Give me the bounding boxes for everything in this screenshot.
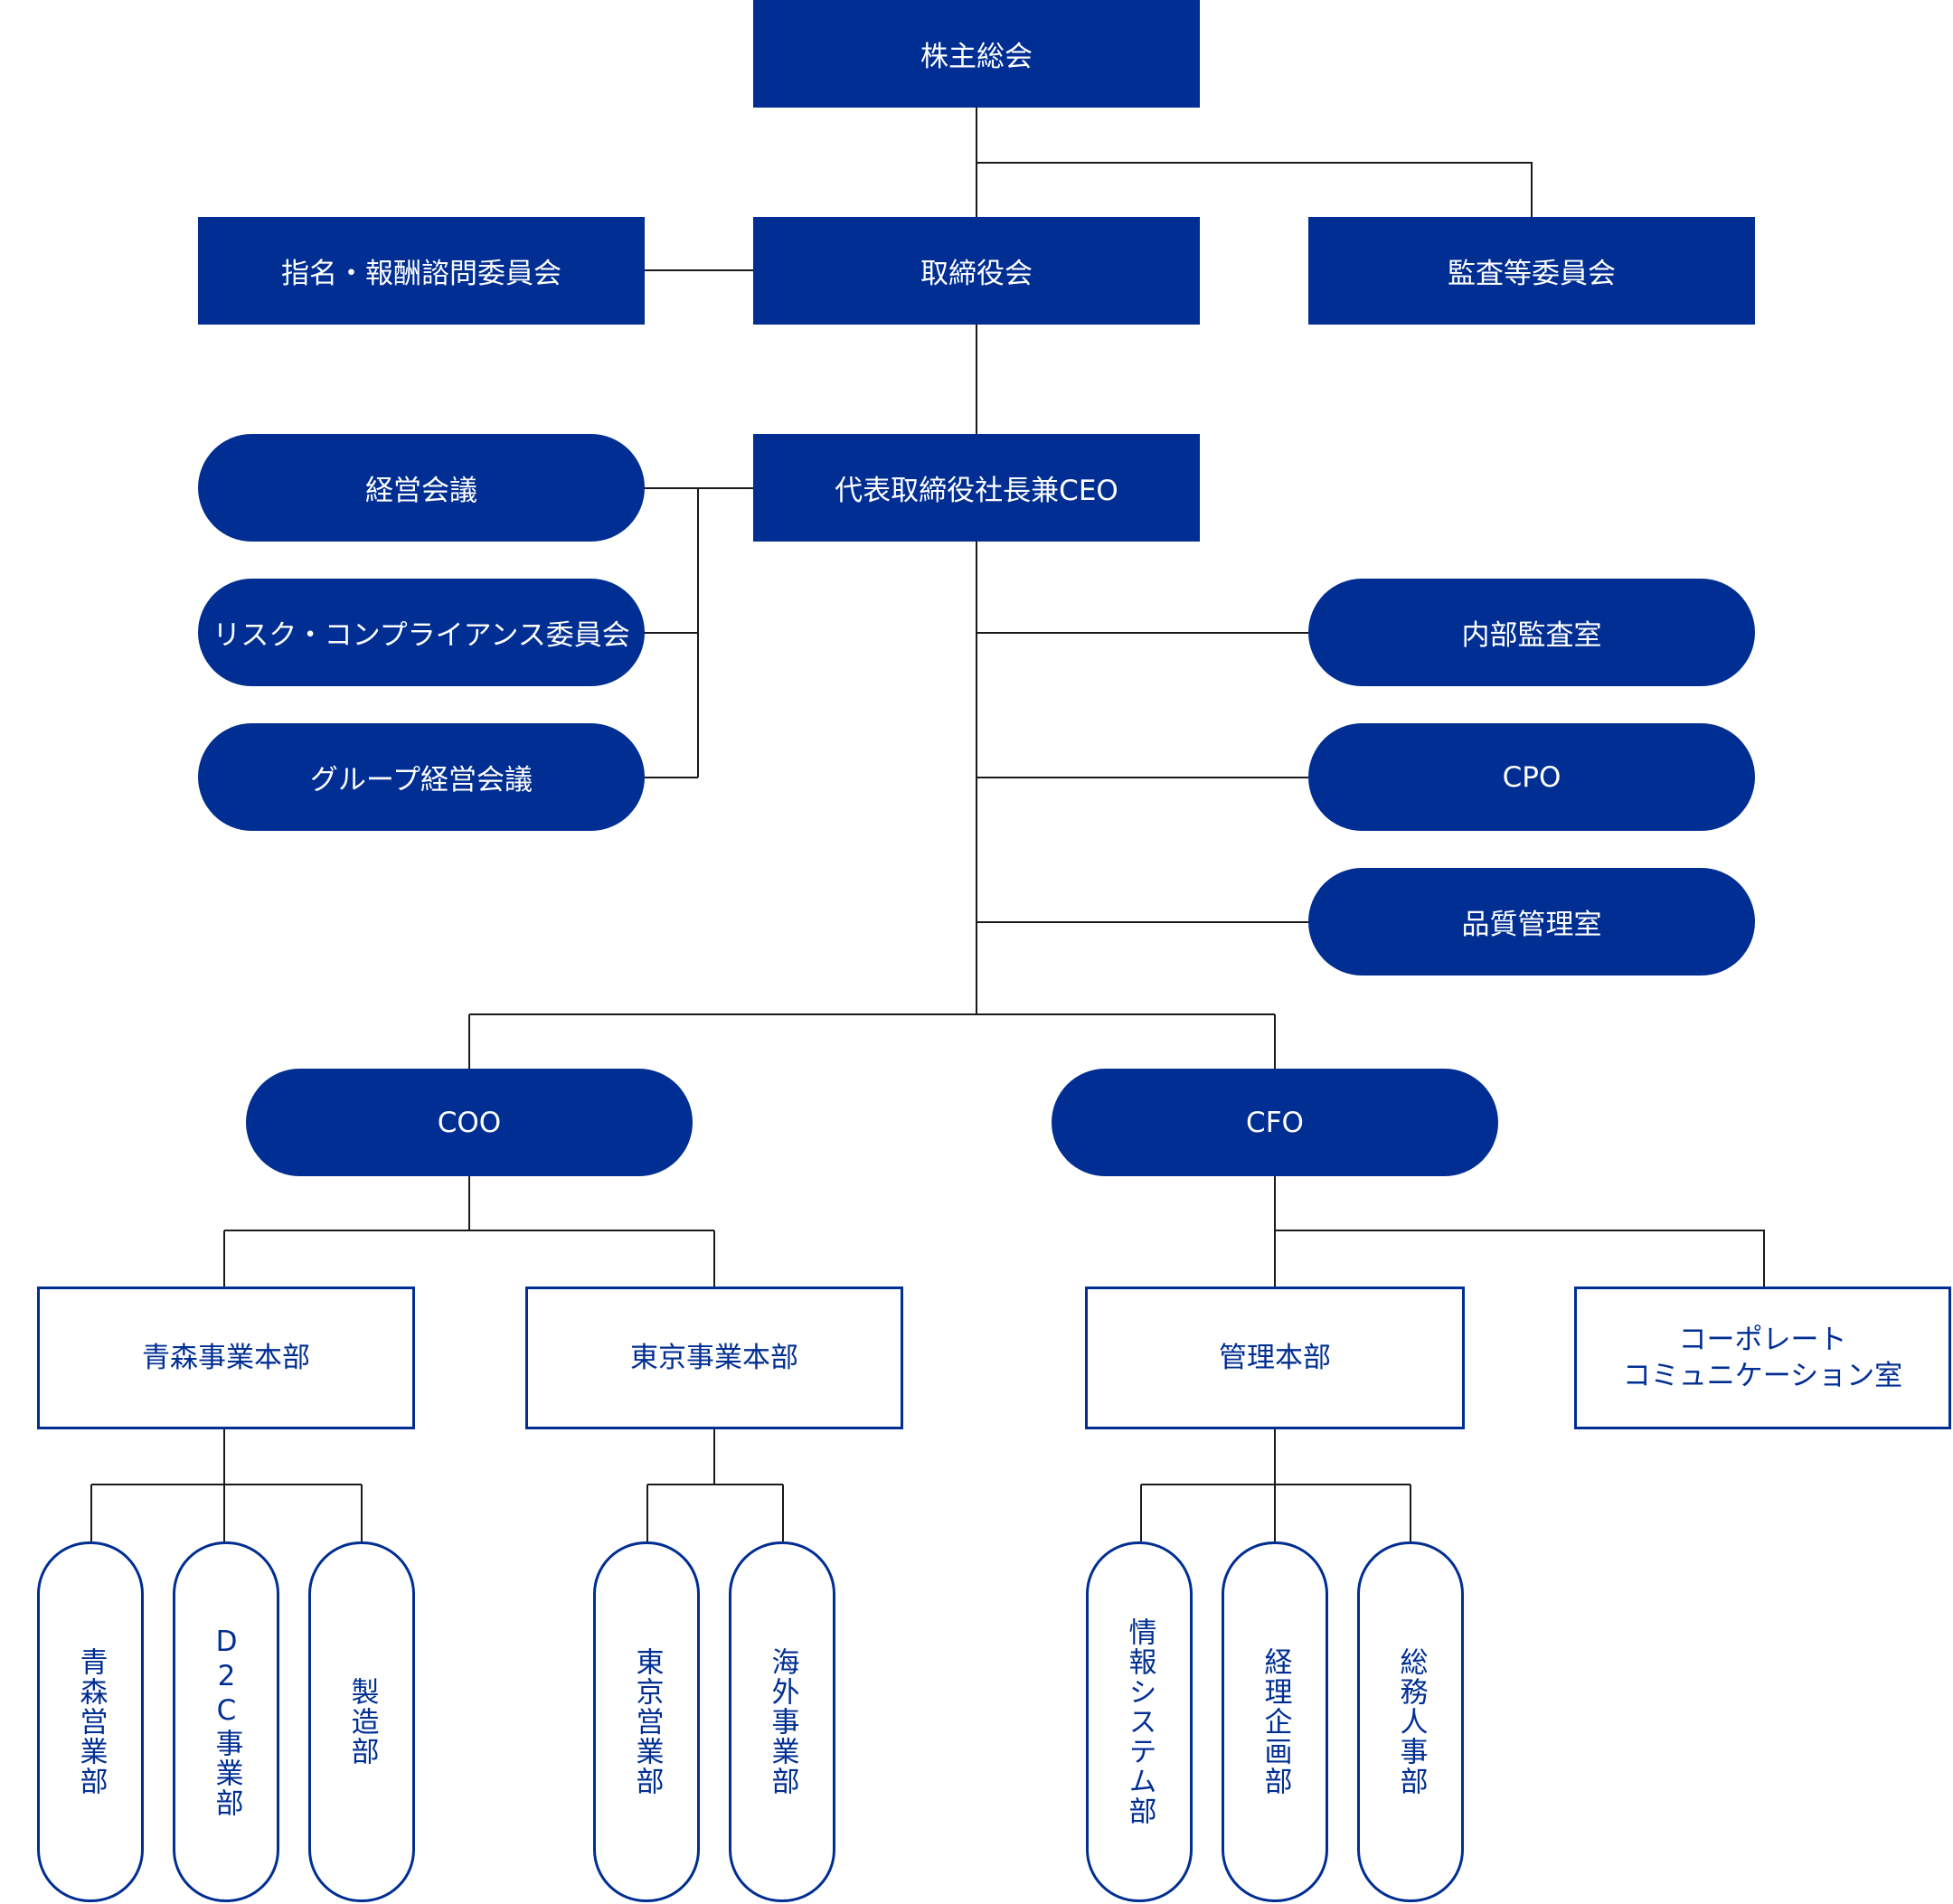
connector-ceo-meetings bbox=[644, 487, 753, 778]
group-management-meeting-label: グループ経営会議 bbox=[309, 764, 533, 796]
internal-audit-office-pill: 内部監査室 bbox=[1308, 579, 1755, 686]
cpo-pill: CPO bbox=[1308, 723, 1755, 831]
corporate-communication-office-label: コーポレート コミュニケーション室 bbox=[1622, 1323, 1903, 1392]
overseas-business-dept-label: 海外事業部 bbox=[766, 1647, 799, 1796]
connector-ceo-staff bbox=[976, 632, 1308, 923]
connector-coo-divisions bbox=[223, 1176, 715, 1287]
connector-admin-depts bbox=[1140, 1428, 1411, 1541]
aomori-sales-dept-label: 青森営業部 bbox=[74, 1647, 108, 1796]
coo-pill: COO bbox=[246, 1069, 693, 1176]
information-systems-dept-pill: 情報システム部 bbox=[1086, 1541, 1193, 1902]
ceo-label: 代表取締役社長兼CEO bbox=[835, 475, 1118, 507]
admin-division-box: 管理本部 bbox=[1085, 1287, 1465, 1429]
risk-compliance-committee-label: リスク・コンプライアンス委員会 bbox=[212, 619, 630, 652]
shareholders-meeting-box: 株主総会 bbox=[753, 0, 1200, 108]
audit-committee-box: 監査等委員会 bbox=[1308, 217, 1755, 325]
ceo-box: 代表取締役社長兼CEO bbox=[753, 434, 1200, 542]
aomori-division-box: 青森事業本部 bbox=[37, 1287, 415, 1429]
audit-committee-label: 監査等委員会 bbox=[1448, 258, 1616, 290]
management-meeting-pill: 経営会議 bbox=[198, 434, 645, 542]
cfo-label: CFO bbox=[1246, 1106, 1304, 1139]
quality-control-office-pill: 品質管理室 bbox=[1308, 868, 1755, 976]
admin-division-label: 管理本部 bbox=[1219, 1341, 1331, 1374]
connector-aomori-depts bbox=[90, 1428, 363, 1541]
board-of-directors-label: 取締役会 bbox=[920, 258, 1033, 290]
general-affairs-hr-dept-pill: 総務人事部 bbox=[1357, 1541, 1464, 1902]
nomination-committee-label: 指名・報酬諮問委員会 bbox=[281, 258, 561, 290]
overseas-business-dept-pill: 海外事業部 bbox=[729, 1541, 835, 1902]
coo-label: COO bbox=[437, 1106, 502, 1139]
general-affairs-hr-dept-label: 総務人事部 bbox=[1394, 1647, 1428, 1796]
connector-tokyo-depts bbox=[646, 1428, 784, 1541]
board-of-directors-box: 取締役会 bbox=[753, 217, 1200, 325]
manufacturing-dept-pill: 製造部 bbox=[308, 1541, 415, 1902]
d2c-business-dept-pill: D2C事業部 bbox=[173, 1541, 279, 1902]
aomori-sales-dept-pill: 青森営業部 bbox=[37, 1541, 144, 1902]
group-management-meeting-pill: グループ経営会議 bbox=[198, 723, 645, 831]
connector-shareholders-audit bbox=[976, 162, 1533, 217]
corporate-communication-office-box: コーポレート コミュニケーション室 bbox=[1574, 1287, 1951, 1429]
management-meeting-label: 経営会議 bbox=[365, 475, 477, 507]
shareholders-meeting-label: 株主総会 bbox=[920, 41, 1033, 73]
connector-ceo-officers bbox=[468, 1013, 1276, 1069]
connector-cfo-divisions bbox=[1274, 1176, 1765, 1287]
nomination-committee-box: 指名・報酬諮問委員会 bbox=[198, 217, 645, 325]
cfo-pill: CFO bbox=[1052, 1069, 1498, 1176]
quality-control-office-label: 品質管理室 bbox=[1461, 909, 1602, 941]
tokyo-division-label: 東京事業本部 bbox=[630, 1341, 798, 1374]
d2c-business-dept-label: D2C事業部 bbox=[210, 1626, 243, 1818]
manufacturing-dept-label: 製造部 bbox=[345, 1677, 379, 1767]
tokyo-division-box: 東京事業本部 bbox=[525, 1287, 903, 1429]
aomori-division-label: 青森事業本部 bbox=[142, 1341, 310, 1374]
information-systems-dept-label: 情報システム部 bbox=[1123, 1617, 1156, 1826]
tokyo-sales-dept-pill: 東京営業部 bbox=[593, 1541, 700, 1902]
tokyo-sales-dept-label: 東京営業部 bbox=[630, 1647, 664, 1796]
accounting-planning-dept-label: 経理企画部 bbox=[1259, 1647, 1292, 1796]
internal-audit-office-label: 内部監査室 bbox=[1461, 619, 1602, 652]
cpo-label: CPO bbox=[1502, 760, 1561, 794]
accounting-planning-dept-pill: 経理企画部 bbox=[1222, 1541, 1328, 1902]
risk-compliance-committee-pill: リスク・コンプライアンス委員会 bbox=[198, 579, 645, 686]
